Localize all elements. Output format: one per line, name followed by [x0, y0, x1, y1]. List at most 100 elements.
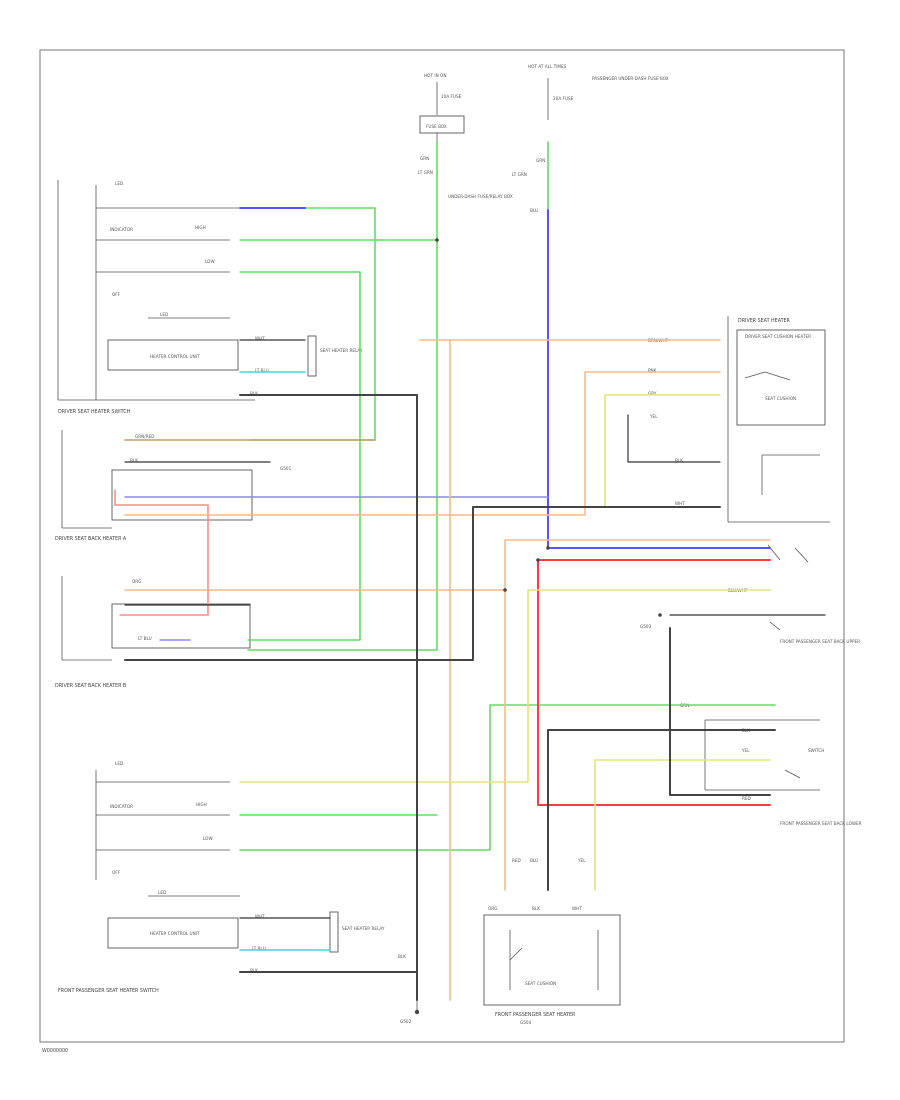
- wire-gray-heater-b: [124, 506, 721, 661]
- switch-label-pass: SWITCH: [808, 748, 824, 753]
- wire-label-blu-pass-heater: BLU: [530, 858, 538, 863]
- driver-back-heater-a-label: DRIVER SEAT BACK HEATER A: [55, 536, 127, 542]
- wire-gray-pass-heater: [547, 729, 776, 891]
- wire-label-pnk-driver-heater: PNK: [648, 368, 657, 373]
- passenger-heater-switch-block: LED INDICATOR HIGH LOW OFF LED HEATER CO…: [58, 761, 385, 994]
- fuse-box-label: FUSE BOX: [426, 124, 447, 129]
- wire-label-yel-driver-heater: YEL: [649, 414, 658, 419]
- wire-green-pass-low: [239, 704, 776, 851]
- driver-back-heater-b-box: [111, 603, 251, 649]
- wire-label-yel-pass-back: YEL: [741, 748, 750, 753]
- ground-g502-label: G502: [400, 1019, 412, 1024]
- front-pass-back-lower-label: FRONT PASSENGER SEAT BACK LOWER: [780, 821, 862, 826]
- wire-label-wht-pass: WHT: [255, 914, 265, 919]
- driver-heater-label: DRIVER SEAT HEATER: [738, 318, 791, 324]
- hot-at-all-times-label: HOT AT ALL TIMES: [528, 64, 567, 69]
- seat-heater-relay-pass-label: SEAT HEATER RELAY: [342, 926, 385, 931]
- driver-back-heater-b-block: ORG LT BLU DRIVER SEAT BACK HEATER B: [55, 576, 251, 689]
- wire-label-blu-top: BLU: [530, 208, 538, 213]
- heater-control-unit-pass-label: HEATER CONTROL UNIT: [150, 931, 200, 936]
- wire-label-org-heater-b: ORG: [132, 579, 141, 584]
- low-label-pass: LOW: [203, 836, 213, 841]
- ground-g502-block: BLK G502: [398, 954, 420, 1024]
- passenger-heater-switch-label: FRONT PASSENGER SEAT HEATER SWITCH: [58, 988, 159, 994]
- ground-g501-label: G501: [280, 466, 292, 471]
- wire-red-main: [537, 559, 771, 806]
- off-label-driver: OFF: [112, 292, 121, 297]
- wire-green-upper: [239, 207, 376, 441]
- heater-control-unit-driver-label: HEATER CONTROL UNIT: [150, 354, 200, 359]
- fuse-box-left: [419, 115, 465, 134]
- driver-heater-block: DRIVER SEAT CUSHION HEATER SEAT CUSHION …: [648, 316, 830, 523]
- front-pass-back-upper-label: FRONT PASSENGER SEAT BACK UPPER: [780, 639, 860, 644]
- wire-gray-pass-back: [669, 627, 771, 796]
- diagram-frame: [39, 49, 845, 1043]
- wire-label-red-pass-heater: RED: [512, 858, 521, 863]
- hot-in-on-label: HOT IN ON: [424, 73, 446, 78]
- wire-label-grn-top: GRN: [420, 156, 429, 161]
- ground-g503-label: G503: [640, 624, 652, 629]
- led-label-driver-2: LED: [160, 312, 168, 317]
- driver-back-heater-b-label: DRIVER SEAT BACK HEATER B: [55, 683, 126, 689]
- wire-label-wht-pass-heater: WHT: [572, 906, 582, 911]
- wire-label-red-pass-back: RED: [742, 796, 751, 801]
- off-label-pass: OFF: [112, 870, 121, 875]
- wire-label-grn-top-right: GRN: [536, 158, 545, 163]
- seat-heater-relay-driver: [307, 335, 317, 377]
- driver-back-heater-a-box: [111, 469, 253, 521]
- heater-control-unit-driver: [107, 339, 239, 371]
- seat-heater-relay-pass: [329, 911, 339, 953]
- seat-cushion-label-driver: SEAT CUSHION: [765, 396, 796, 401]
- wire-label-org-pass-heater: ORG: [488, 906, 497, 911]
- ground-g504-label: G504: [520, 1020, 532, 1025]
- wire-pink-driver: [114, 489, 209, 616]
- power-source-right: HOT AT ALL TIMES 20A FUSE PASSENGER UNDE…: [512, 64, 669, 213]
- wire-label-blk-heater-a: BLK: [130, 458, 138, 463]
- wire-label-ltblu-driver: LT BLU: [255, 368, 269, 373]
- wire-label-blk-pass: BLK: [250, 968, 258, 973]
- driver-heater-switch-label: DRIVER SEAT HEATER SWITCH: [58, 409, 131, 415]
- figure-code: W0000000: [42, 1048, 68, 1054]
- wire-label-blk-pass-heater: BLK: [532, 906, 540, 911]
- wire-label-ltblu-pass: LT BLU: [252, 946, 266, 951]
- wire-orange-pass: [124, 539, 771, 591]
- driver-back-heater-a-block: GRN/RED BLK G501 DRIVER SEAT BACK HEATER…: [55, 430, 292, 542]
- high-label-driver: HIGH: [195, 225, 206, 230]
- wire-label-gry-driver-heater: GRY: [648, 391, 657, 396]
- wire-label-ltblu-heater-b: LT BLU: [138, 636, 152, 641]
- low-label-driver: LOW: [205, 259, 215, 264]
- seat-cushion-label-pass: SEAT CUSHION: [525, 981, 556, 986]
- led-label-pass: LED: [115, 761, 123, 766]
- passenger-heater-block: SEAT CUSHION ORG BLK WHT RED BLU YEL FRO…: [483, 858, 621, 1025]
- wire-label-blk-ground: BLK: [398, 954, 406, 959]
- driver-cushion-heater-box: [736, 329, 826, 426]
- wire-label-wht-driver: WHT: [255, 336, 265, 341]
- led-label-driver: LED: [115, 181, 123, 186]
- led-label-pass-2: LED: [158, 890, 166, 895]
- wire-green-main: [247, 141, 438, 651]
- passenger-heater-label: FRONT PASSENGER SEAT HEATER: [495, 1012, 576, 1018]
- wire-label-ltgrn-top: LT GRN: [418, 170, 433, 175]
- under-dash-fuse-box-label: UNDER-DASH FUSE/RELAY BOX: [448, 194, 513, 199]
- wire-label-blk-driver: BLK: [250, 391, 258, 396]
- indicator-label-driver: INDICATOR: [110, 227, 133, 232]
- high-label-pass: HIGH: [196, 802, 207, 807]
- driver-cushion-heater-label: DRIVER SEAT CUSHION HEATER: [745, 334, 811, 339]
- wire-orange-drv: [124, 371, 721, 516]
- wire-green-low: [239, 271, 361, 641]
- wire-gray-driver-ground: [239, 394, 418, 1001]
- wire-black-drv-heater: [627, 414, 721, 463]
- power-source-left: HOT IN ON 10A FUSE FUSE BOX GRN LT GRN U…: [418, 73, 513, 199]
- wire-yellow-driver: [604, 394, 721, 508]
- passenger-back-block: G503 FRONT PASSENGER SEAT BACK UPPER FRO…: [640, 544, 862, 826]
- wire-label-ltgrn-top-right: LT GRN: [512, 172, 527, 177]
- wire-label-yel-pass-heater: YEL: [577, 858, 586, 863]
- wire-yellow-pass: [239, 589, 771, 783]
- indicator-label-pass: INDICATOR: [110, 804, 133, 809]
- driver-heater-switch-block: LED INDICATOR HIGH LOW OFF LED HEATER CO…: [57, 180, 363, 415]
- passenger-fuse-box-label: PASSENGER UNDER-DASH FUSE BOX: [592, 76, 669, 81]
- seat-heater-relay-driver-label: SEAT HEATER RELAY: [320, 348, 363, 353]
- wire-label-blk-driver-heater: BLK: [675, 458, 683, 463]
- wire-label-wht-driver-heater: WHT: [675, 501, 685, 506]
